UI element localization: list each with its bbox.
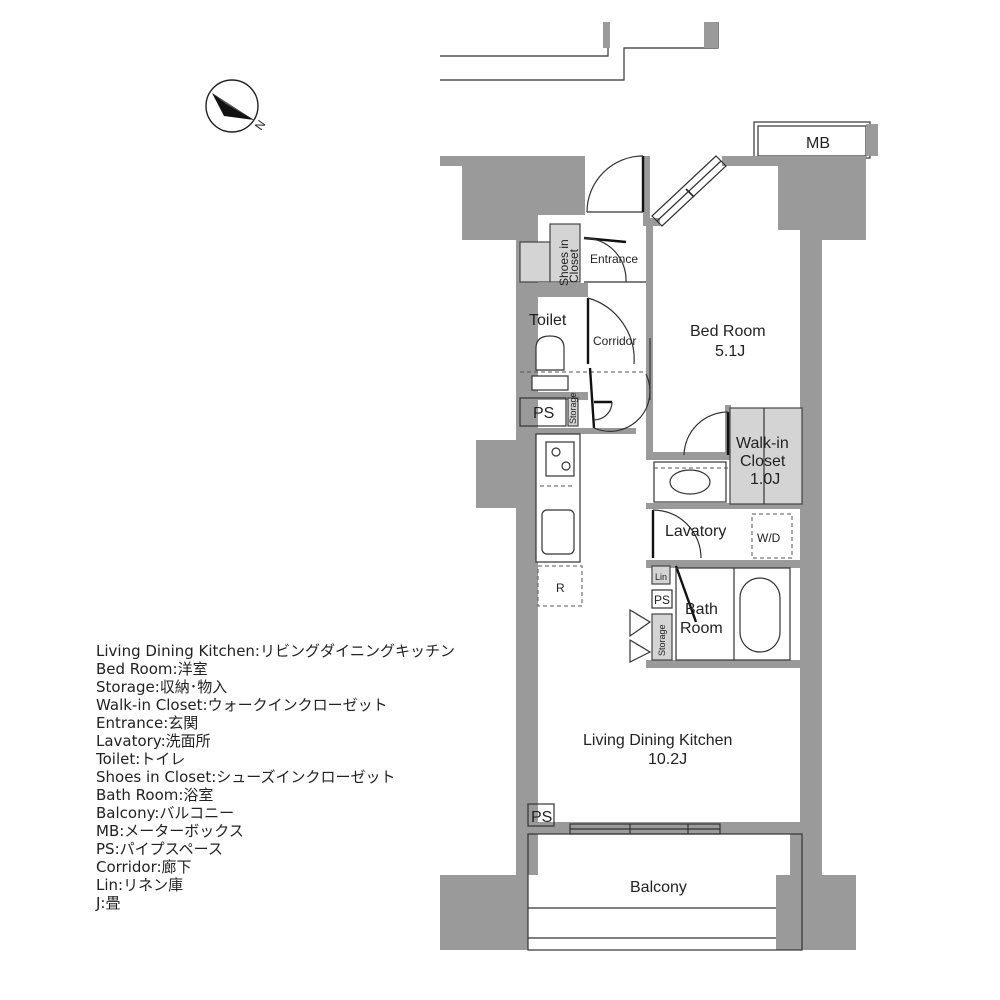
ps-upper-label: PS [533, 405, 554, 422]
toilet-room: Toilet [520, 312, 646, 391]
legend-item: Shoes in Closet:シューズインクローゼット [96, 768, 396, 786]
living-dining-kitchen: Living Dining Kitchen 10.2J PS [527, 732, 732, 827]
walk-in-closet-line2: Closet [740, 453, 786, 470]
storage-bath-label: Storage [657, 624, 667, 656]
legend-item: J:畳 [96, 894, 121, 912]
bath-room-line2: Room [680, 620, 723, 637]
legend-item: Living Dining Kitchen:リビングダイニングキッチン [96, 642, 455, 660]
legend-item: Lin:リネン庫 [96, 876, 184, 894]
legend-item: Lavatory:洗面所 [96, 732, 211, 750]
bath-room-line1: Bath [685, 601, 718, 618]
legend-item: Bed Room:洋室 [96, 660, 208, 678]
legend-item: Toilet:トイレ [96, 750, 186, 768]
lin-ps-storage: Lin PS Storage [629, 565, 673, 663]
vanity [653, 461, 728, 503]
legend-item: Entrance:玄関 [96, 714, 199, 732]
kitchen: R [535, 433, 583, 607]
legend: Living Dining Kitchen:リビングダイニングキッチン Bed … [96, 642, 455, 912]
walls [440, 156, 866, 950]
walk-in-closet-line1: Walk-in [736, 435, 789, 452]
legend-item: Storage:収納･物入 [96, 678, 228, 696]
ldk-size: 10.2J [648, 751, 687, 768]
entrance-label: Entrance [590, 252, 638, 266]
fridge-label: R [556, 581, 565, 595]
meter-box: MB [753, 121, 878, 159]
legend-item: Bath Room:浴室 [96, 786, 214, 804]
bed-room-size: 5.1J [715, 343, 745, 360]
ps-upper: PS Storage [519, 392, 613, 427]
shoes-closet-label-line1: Shoes in [557, 239, 571, 286]
storage-small-label: Storage [568, 392, 578, 424]
front-door [586, 155, 645, 213]
legend-item: Balcony:バルコニー [96, 804, 235, 822]
corridor-doors: Corridor [586, 297, 651, 432]
ps-lower-label: PS [531, 809, 552, 826]
upper-building-outline [440, 22, 719, 81]
balcony-label: Balcony [630, 879, 687, 896]
legend-item: PS:パイプスペース [96, 840, 223, 858]
compass-icon: N [205, 79, 268, 133]
lavatory: Lavatory W/D [651, 509, 793, 559]
walk-in-closet-size: 1.0J [750, 471, 780, 488]
bed-room-name: Bed Room [690, 323, 766, 340]
legend-item: Walk-in Closet:ウォークインクローゼット [96, 696, 388, 714]
bath-room: Bath Room [674, 565, 791, 661]
shoes-closet-label-line2: Closet [567, 248, 581, 283]
compass-north-label: N [252, 118, 268, 133]
shoes-in-closet: Shoes in Closet [519, 223, 581, 286]
entrance-doors: Entrance [583, 236, 646, 283]
wd-label: W/D [757, 531, 781, 545]
ps-bath-label: PS [654, 593, 670, 607]
toilet-label: Toilet [529, 312, 567, 329]
angled-window [651, 155, 727, 227]
balcony: Balcony [527, 833, 803, 951]
legend-item: Corridor:廊下 [96, 858, 192, 876]
mb-label: MB [806, 135, 830, 152]
legend-item: MB:メーターボックス [96, 822, 244, 840]
corridor-label: Corridor [593, 334, 636, 348]
walk-in-closet: Walk-in Closet 1.0J [683, 407, 803, 505]
lavatory-label: Lavatory [665, 523, 726, 540]
lin-label: Lin [655, 572, 667, 582]
ldk-name: Living Dining Kitchen [583, 732, 732, 749]
bed-room: Bed Room 5.1J [649, 323, 766, 400]
